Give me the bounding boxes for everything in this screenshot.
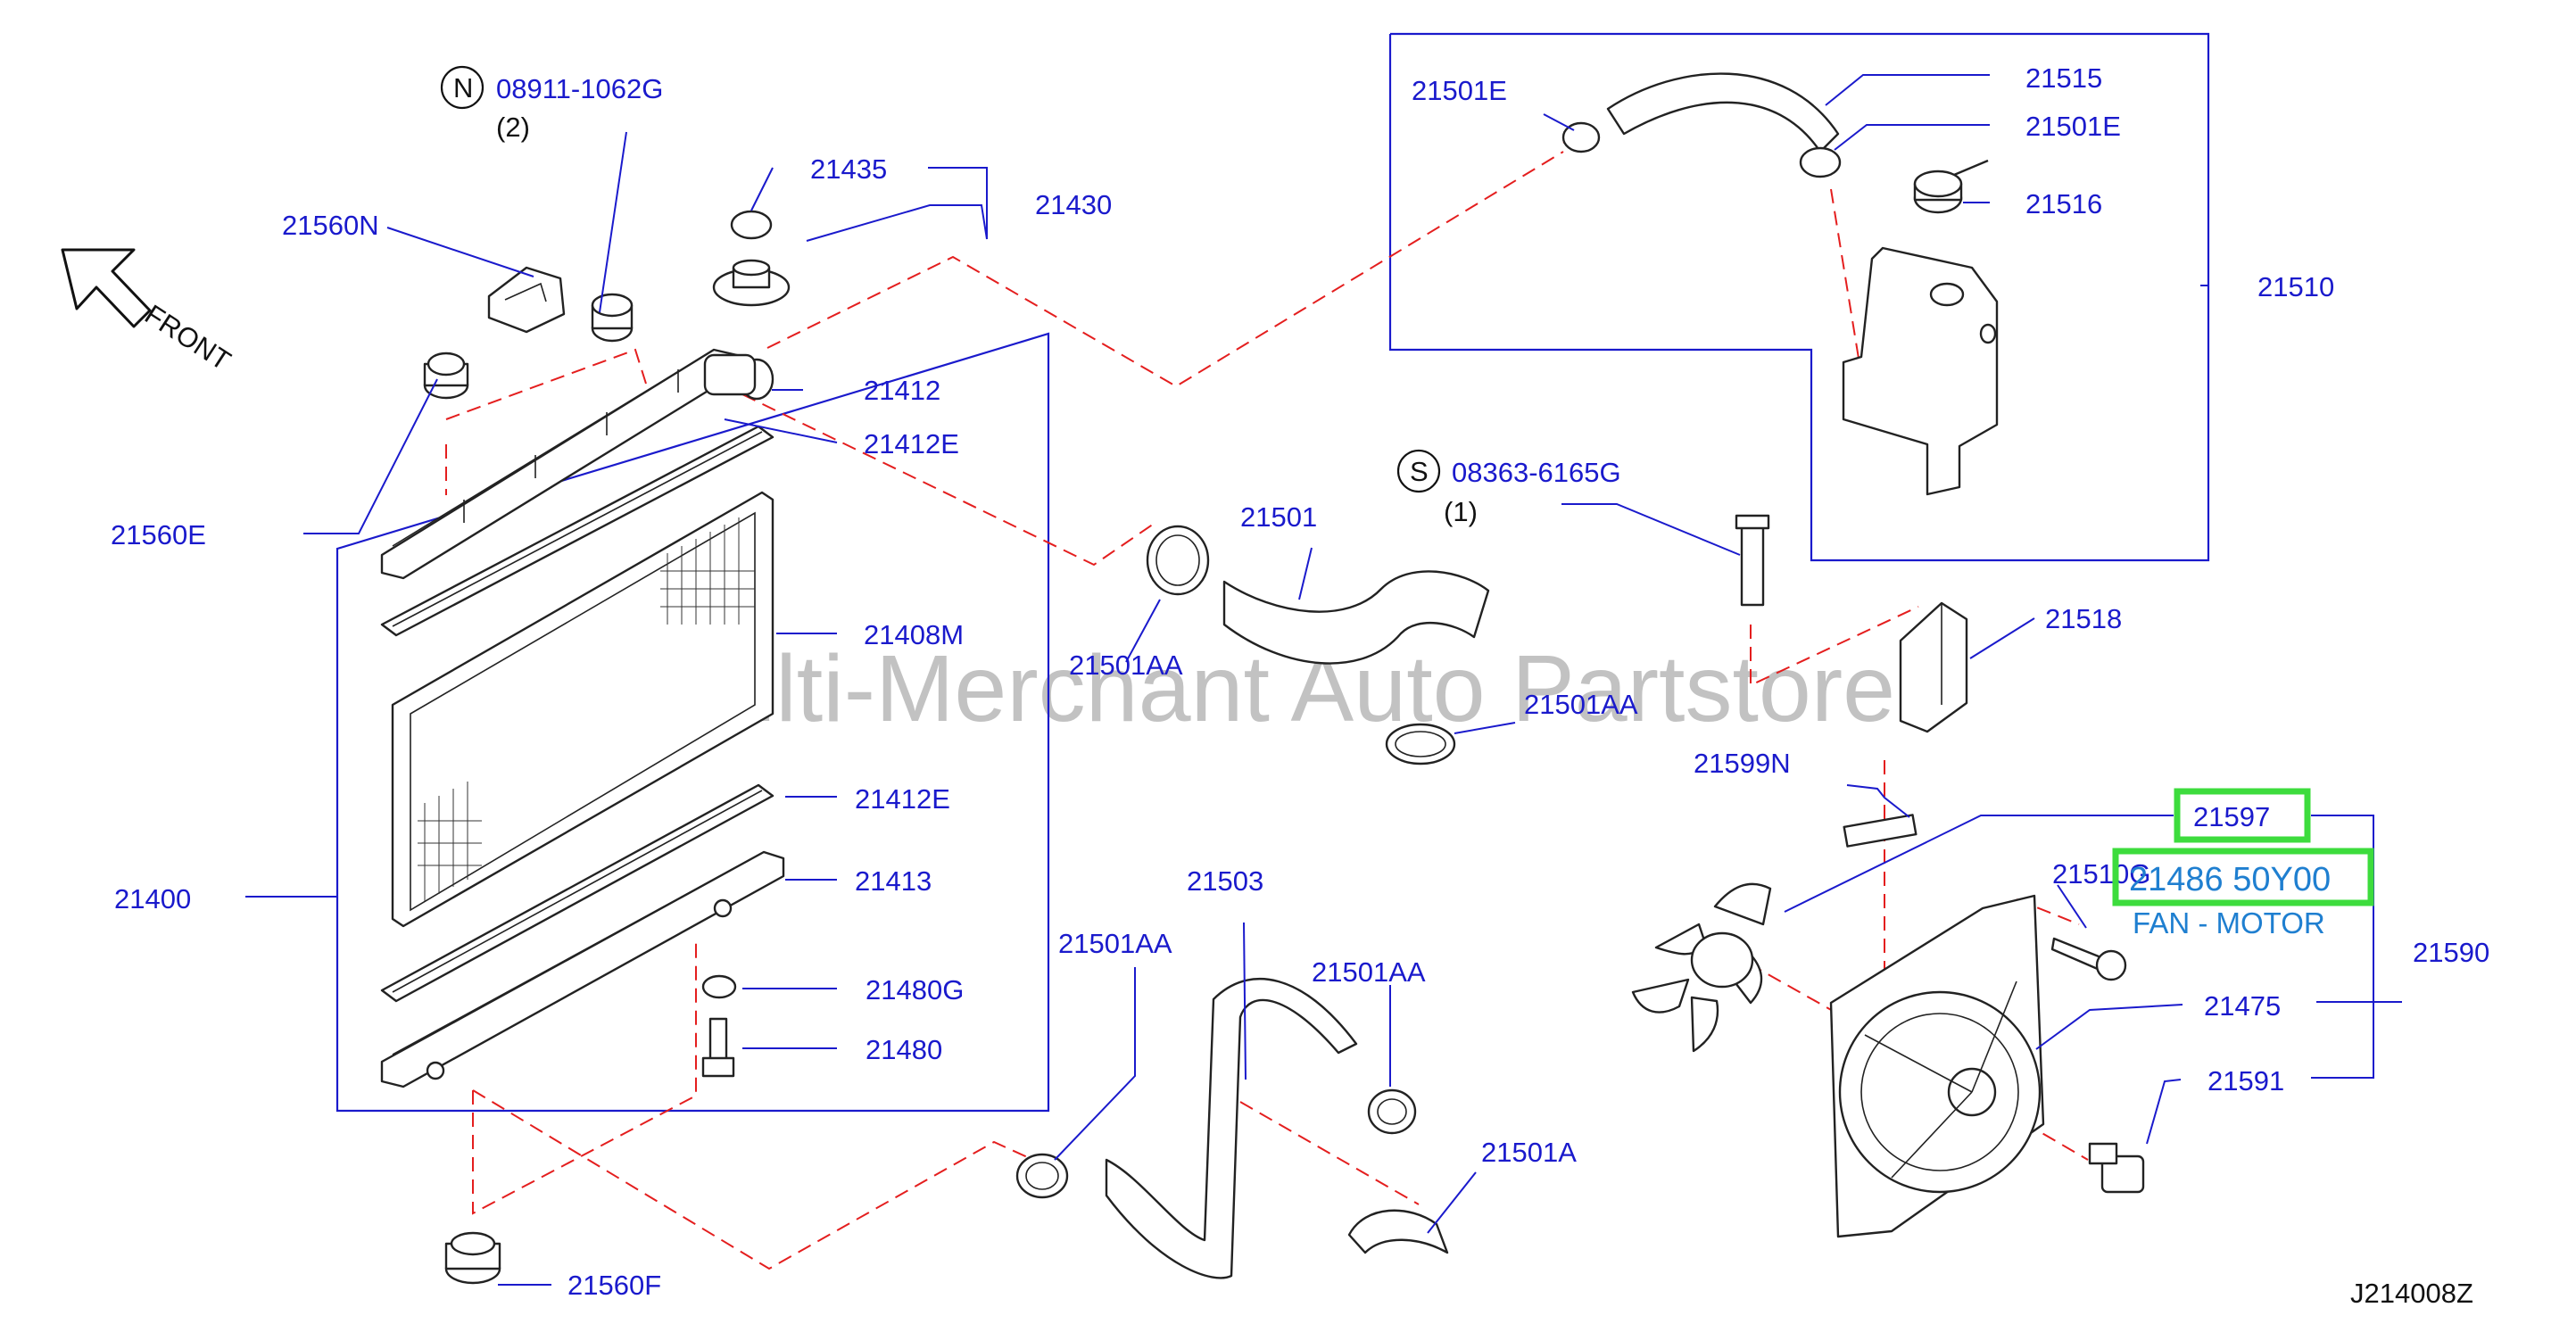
cap-seal <box>730 210 773 240</box>
watermark-text: Multi-Merchant Auto Partstore <box>644 636 1895 741</box>
callout-21400: 21400 <box>114 883 191 914</box>
callout-08911-code: 08911-1062G <box>496 73 663 104</box>
callout-21501AA-4: 21501AA <box>1312 956 1426 988</box>
radiator-core <box>391 491 774 928</box>
overflow-hose <box>1606 72 1840 153</box>
upper-mount-bracket <box>487 266 566 334</box>
lower-radiator-hose <box>1105 978 1358 1279</box>
drain-plug <box>701 1017 735 1078</box>
hose-clamp-upper-right <box>1385 723 1456 765</box>
fan-motor-description: FAN - MOTOR <box>2133 906 2325 939</box>
callout-21515: 21515 <box>2025 62 2102 94</box>
side-mount-bushing <box>423 352 469 400</box>
diagram-code: J214008Z <box>2350 1278 2473 1309</box>
fan-motor-screw <box>2050 937 2127 981</box>
fan-motor-connector <box>2088 1142 2145 1194</box>
callout-08911-qty: (2) <box>496 112 530 143</box>
fan-motor-highlight-box[interactable] <box>2112 848 2374 906</box>
hose-clamp-lower-left <box>1015 1153 1069 1199</box>
circled-prefix-s-icon <box>1396 449 1441 493</box>
upper-seal-strip <box>380 425 774 637</box>
callout-21413: 21413 <box>855 865 932 897</box>
callout-21408M: 21408M <box>864 619 964 650</box>
callout-21590: 21590 <box>2413 937 2489 968</box>
callout-21435: 21435 <box>810 153 887 185</box>
leader-lines <box>245 74 2402 1286</box>
callout-21412E-top: 21412E <box>864 428 959 459</box>
fan-blade <box>1631 882 1772 1053</box>
callout-21480G: 21480G <box>866 974 964 1005</box>
radiator-cap <box>712 259 791 307</box>
hose-clamp-upper-left <box>1146 525 1210 596</box>
reservoir-cap <box>1913 159 1989 214</box>
reservoir-assembly-frame <box>1388 32 2210 562</box>
hose-clamp-lower-right <box>1367 1088 1417 1135</box>
callout-21599N: 21599N <box>1694 748 1791 779</box>
callout-08363-prefix: S <box>1410 456 1429 487</box>
callout-21501AA-3: 21501AA <box>1058 928 1172 959</box>
fan-shroud <box>1829 894 2045 1238</box>
callout-21518: 21518 <box>2045 603 2122 634</box>
callout-21516: 21516 <box>2025 188 2102 219</box>
callout-08911-prefix: N <box>453 72 473 103</box>
upper-radiator-hose <box>1222 570 1490 665</box>
callout-21501AA-1: 21501AA <box>1069 650 1183 681</box>
upper-mount-bushing <box>591 293 634 343</box>
upper-outlet-pipe <box>703 353 774 401</box>
circled-prefix-n-icon <box>440 65 485 110</box>
callout-21412E-bottom: 21412E <box>855 783 950 815</box>
callout-21430: 21430 <box>1035 189 1112 220</box>
callout-21475: 21475 <box>2204 990 2281 1022</box>
callout-21591: 21591 <box>2207 1065 2284 1096</box>
lower-mount-bushing <box>444 1231 501 1285</box>
lower-tank <box>380 850 785 1088</box>
callout-21501: 21501 <box>1240 501 1317 533</box>
hose-clip <box>1347 1209 1449 1254</box>
callout-21560N: 21560N <box>282 210 379 241</box>
front-label: FRONT <box>139 299 236 377</box>
callout-21503: 21503 <box>1187 865 1263 897</box>
lower-seal-strip <box>380 783 774 1003</box>
callout-21480: 21480 <box>866 1034 942 1065</box>
front-arrow-icon <box>61 248 152 328</box>
reservoir-hose-clamp-right <box>1799 146 1842 178</box>
callout-21597-highlight-box[interactable] <box>2174 788 2311 843</box>
callout-21501E-left: 21501E <box>1412 75 1507 106</box>
callout-21501E-right: 21501E <box>2025 111 2121 142</box>
callout-21501AA-2: 21501AA <box>1524 689 1638 720</box>
radiator-assembly-frame <box>335 332 1050 1113</box>
drain-plug-washer <box>701 974 737 999</box>
callout-21560E: 21560E <box>111 519 206 550</box>
callout-21560F: 21560F <box>567 1270 661 1301</box>
fan-motor-part-number[interactable]: 21486 50Y00 <box>2129 861 2331 898</box>
callout-08363-qty: (1) <box>1444 496 1478 527</box>
callout-08363-code: 08363-6165G <box>1452 457 1621 488</box>
reservoir-bolt <box>1735 514 1770 607</box>
callout-21510: 21510 <box>2257 271 2334 302</box>
callout-21501A: 21501A <box>1481 1137 1577 1168</box>
callout-21412: 21412 <box>864 375 940 406</box>
reservoir-bracket <box>1899 601 1968 733</box>
fan-label-sticker <box>1843 814 1918 848</box>
callout-21510G: 21510G <box>2052 858 2150 890</box>
callout-21597[interactable]: 21597 <box>2193 801 2270 832</box>
coolant-reservoir-tank <box>1842 246 1999 496</box>
